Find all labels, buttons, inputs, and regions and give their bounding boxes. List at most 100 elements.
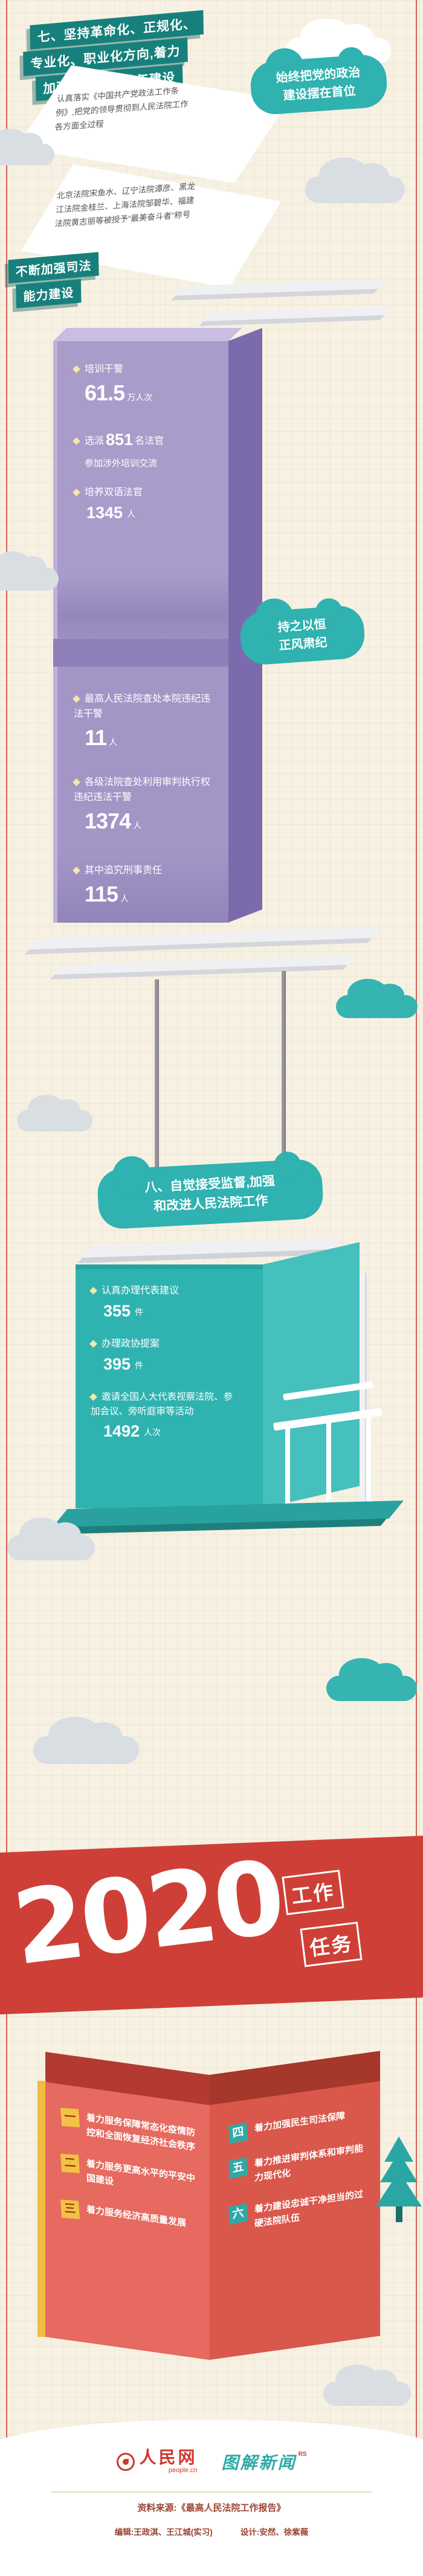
stat-unit: 人 [120, 893, 129, 903]
task-text: 着力推进审判体系和审判能力现代化 [254, 2143, 364, 2184]
tasks-2020-band: 2020 工作 任务 [0, 1836, 423, 2014]
task-text: 着力建设忠诚干净担当的过硬法院队伍 [254, 2189, 364, 2229]
task-item: 三 着力服务经济高质量发展 [60, 2199, 200, 2237]
stat-number: 1345 [86, 503, 123, 522]
stat-unit: 人次 [144, 1427, 161, 1438]
task-number-badge: 六 [228, 2203, 248, 2225]
brand-name: 人民网 [139, 2448, 198, 2467]
cloud-decoration [326, 1658, 417, 1701]
bench-leg [285, 1425, 290, 1513]
shelter-front-face [76, 1264, 263, 1508]
stat-label: 最高人民法院查处本院违纪违法干警 [73, 692, 216, 722]
stat-label: 办理政协提案 [89, 1337, 245, 1352]
tower-top-face [53, 328, 242, 341]
tree-bottom [376, 2171, 422, 2206]
stat-value: 1345 人 [74, 504, 216, 522]
speech-bubble-politics: 始终把党的政治 建设摆在首位 [249, 53, 389, 116]
tree-illustration [373, 2136, 423, 2222]
stat-label-text: 各级法院查处利用审判执行权违纪违法干警 [74, 777, 211, 803]
stat-unit: 人 [133, 820, 142, 830]
floating-slab [53, 955, 358, 975]
peoples-daily-online-logo: 人民网 people.cn [116, 2449, 198, 2474]
task-number-badge: 一 [60, 2107, 80, 2127]
diamond-bullet-icon [73, 695, 80, 703]
task-number-badge: 五 [228, 2157, 248, 2179]
floating-slab [201, 306, 394, 322]
credits: 编辑:王政淇、王江城(实习) 设计:安然、徐紫薇 [0, 2525, 423, 2537]
editor-credit: 编辑:王政淇、王江城(实习) [114, 2528, 213, 2537]
support-pole [155, 979, 159, 1168]
diamond-bullet-icon [89, 1393, 97, 1401]
stat-description: 参加涉外培训交流 [85, 458, 158, 469]
task-item: 五 着力推进审判体系和审判能力现代化 [228, 2141, 370, 2190]
tree-trunk [395, 2206, 402, 2222]
task-text: 着力加强民生司法保障 [254, 2110, 346, 2134]
brand-product-name: 图解新闻 [221, 2453, 297, 2472]
cloud-decoration [17, 1094, 92, 1132]
stat-label-text: 培训干警 [85, 364, 124, 374]
stat-unit: 件 [135, 1360, 144, 1370]
designer-credit: 设计:安然、徐紫薇 [240, 2528, 309, 2537]
work-box: 工作 [282, 1870, 344, 1915]
year-2020-headline: 2020 [7, 1837, 288, 1988]
peoples-daily-emblem-icon [116, 2452, 135, 2471]
diamond-bullet-icon [89, 1287, 97, 1295]
tower-front-face [53, 341, 228, 923]
task-item: 六 着力建设忠诚干净担当的过硬法院队伍 [228, 2187, 370, 2235]
tasks-box: 任务 [300, 1921, 363, 1967]
ability-banner: 不断加强司法 能力建设 [8, 252, 100, 310]
cloud-decoration [0, 551, 59, 591]
stat-bilingual-judges: 培养双语法官 1345 人 [73, 485, 216, 522]
stat-number: 11 [85, 725, 107, 750]
diamond-bullet-icon [73, 867, 80, 874]
stat-number: 1374 [85, 808, 131, 833]
stat-unit: 万人次 [127, 392, 153, 402]
stat-number: 851 [106, 431, 134, 449]
stat-label-text: 认真办理代表建议 [102, 1286, 179, 1296]
task-text: 着力服务经济高质量发展 [86, 2204, 187, 2229]
task-item: 二 着力服务更高水平的平安中国建设 [60, 2153, 200, 2202]
ability-banner-line2: 能力建设 [16, 279, 82, 309]
stat-unit: 件 [135, 1307, 144, 1317]
stat-unit: 人 [127, 508, 136, 519]
stat-label-text: 其中追究刑事责任 [85, 865, 163, 876]
stat-label: 邀请全国人大代表视察法院、参加会议、旁听庭审等活动 [89, 1390, 239, 1419]
stat-deputy-visits: 邀请全国人大代表视察法院、参加会议、旁听庭审等活动 1492 人次 [89, 1390, 239, 1441]
tasks-box-right-face: 四 着力加强民生司法保障 五 着力推进审判体系和审判能力现代化 六 着力建设忠诚… [210, 2081, 380, 2360]
stat-deputy-suggestions: 认真办理代表建议 355 件 [89, 1284, 245, 1321]
stat-number: 61.5 [85, 380, 125, 405]
stat-number: 1492 [103, 1422, 140, 1441]
footer-wave-background [0, 2420, 423, 2576]
stat-unit: 人 [109, 737, 118, 747]
shelter-column [360, 1273, 367, 1511]
stat-label-text: 办理政协提案 [102, 1339, 160, 1349]
brand-text-block: 人民网 people.cn [140, 2449, 198, 2474]
section8-title-banner: 八、自觉接受监督,加强 和改进人民法院工作 [96, 1158, 325, 1230]
stat-label: 各级法院查处利用审判执行权违纪违法干警 [73, 775, 216, 806]
task-number-badge: 四 [228, 2122, 248, 2144]
diamond-bullet-icon [73, 437, 80, 445]
diamond-bullet-icon [89, 1340, 97, 1348]
cloud-decoration [305, 158, 405, 203]
bench-leg [366, 1415, 371, 1509]
tasks-box-corner-strip [37, 2081, 46, 2337]
task-item: 一 着力服务保障常态化疫情防控和全面恢复经济社会秩序 [60, 2107, 200, 2156]
brand-mark: RS [298, 2450, 307, 2458]
floating-slab [27, 927, 383, 950]
stat-label-text: 邀请全国人大代表视察法院、参加会议、旁听庭审等活动 [91, 1392, 233, 1417]
stat-label-text: 名法官 [135, 436, 164, 446]
stat-label-text: 培养双语法官 [85, 487, 143, 498]
source-credit: 资料来源:《最高人民法院工作报告》 [137, 2503, 286, 2513]
stat-label-text: 选派 [85, 436, 105, 446]
cloud-decoration [33, 1716, 139, 1764]
stat-label: 培养双语法官 [73, 485, 216, 501]
speech-bubble-discipline: 持之以恒 正风肃纪 [239, 604, 366, 667]
stat-number: 355 [103, 1301, 131, 1320]
